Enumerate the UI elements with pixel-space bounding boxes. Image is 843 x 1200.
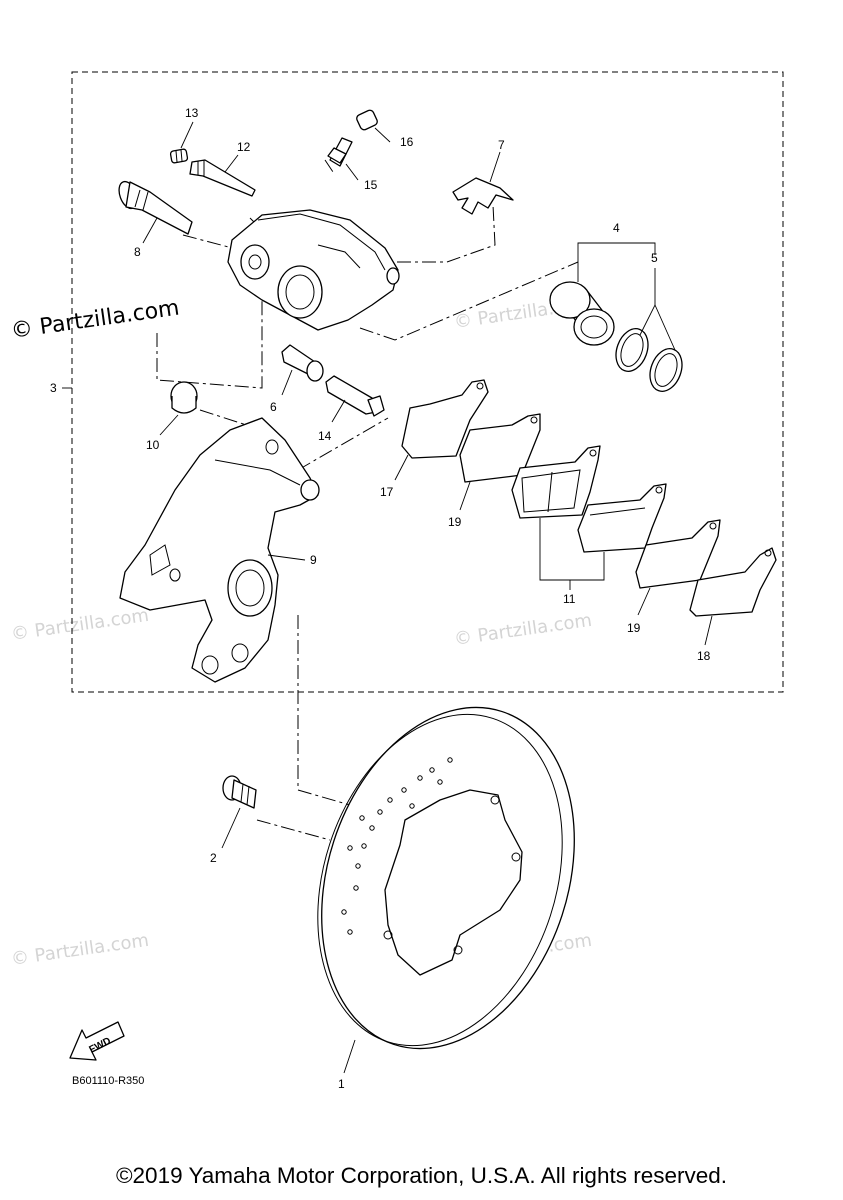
watermark: © Partzilla.com <box>10 930 150 970</box>
callout-17: 17 <box>380 485 394 499</box>
insulator-outer-part <box>635 519 721 589</box>
copyright-text: ©2019 Yamaha Motor Corporation, U.S.A. A… <box>115 1163 728 1188</box>
bracket-part <box>119 417 320 683</box>
callout-15: 15 <box>364 178 378 192</box>
watermark: © Partzilla.com <box>453 610 593 650</box>
callout-7: 7 <box>498 138 505 152</box>
diagram-code: B601110-R350 <box>72 1075 145 1087</box>
callout-1: 1 <box>338 1077 345 1091</box>
piston-part <box>549 281 615 346</box>
callout-13: 13 <box>185 106 199 120</box>
disc-holes <box>341 757 453 935</box>
callout-9: 9 <box>310 553 317 567</box>
insulator-inner-part <box>459 413 541 483</box>
boot-part <box>170 381 198 414</box>
callout-16: 16 <box>400 135 414 149</box>
assembly-frame <box>71 71 784 693</box>
shim-inner-part <box>401 379 489 459</box>
bleed-screw-part <box>327 137 353 167</box>
seal-kit-part <box>615 328 683 392</box>
callout-10: 10 <box>146 438 160 452</box>
callout-19-inner: 19 <box>448 515 462 529</box>
disc-bolt-part <box>222 775 257 809</box>
callout-5: 5 <box>651 251 658 265</box>
callout-4: 4 <box>613 221 620 235</box>
callout-6: 6 <box>270 400 277 414</box>
callout-18: 18 <box>697 649 711 663</box>
brake-disc-part <box>317 706 575 1050</box>
callout-14: 14 <box>318 429 332 443</box>
callout-12: 12 <box>237 140 251 154</box>
pad-kit-part <box>511 445 667 553</box>
pad-spring-part <box>452 177 514 215</box>
callout-labels: 13 12 16 15 7 8 4 5 3 6 14 10 17 19 9 11… <box>50 106 711 1091</box>
pin-plug-part <box>169 148 189 164</box>
bleed-cap-part <box>356 109 378 131</box>
fwd-arrow-icon: FWD <box>69 1021 125 1061</box>
caliper-body-part <box>227 209 400 331</box>
leader-lines <box>62 121 713 1074</box>
bushing-part <box>281 344 324 382</box>
watermark-side: © Partzilla.com <box>9 296 181 344</box>
shim-outer-part <box>689 547 777 617</box>
callout-19-outer: 19 <box>627 621 641 635</box>
pad-pin-part <box>189 159 256 197</box>
slide-pin-part <box>325 375 385 417</box>
callout-2: 2 <box>210 851 217 865</box>
callout-8: 8 <box>134 245 141 259</box>
callout-11: 11 <box>563 592 576 606</box>
callout-3: 3 <box>50 381 57 395</box>
watermark: © Partzilla.com <box>10 605 150 645</box>
caliper-bolt-part <box>118 180 193 235</box>
